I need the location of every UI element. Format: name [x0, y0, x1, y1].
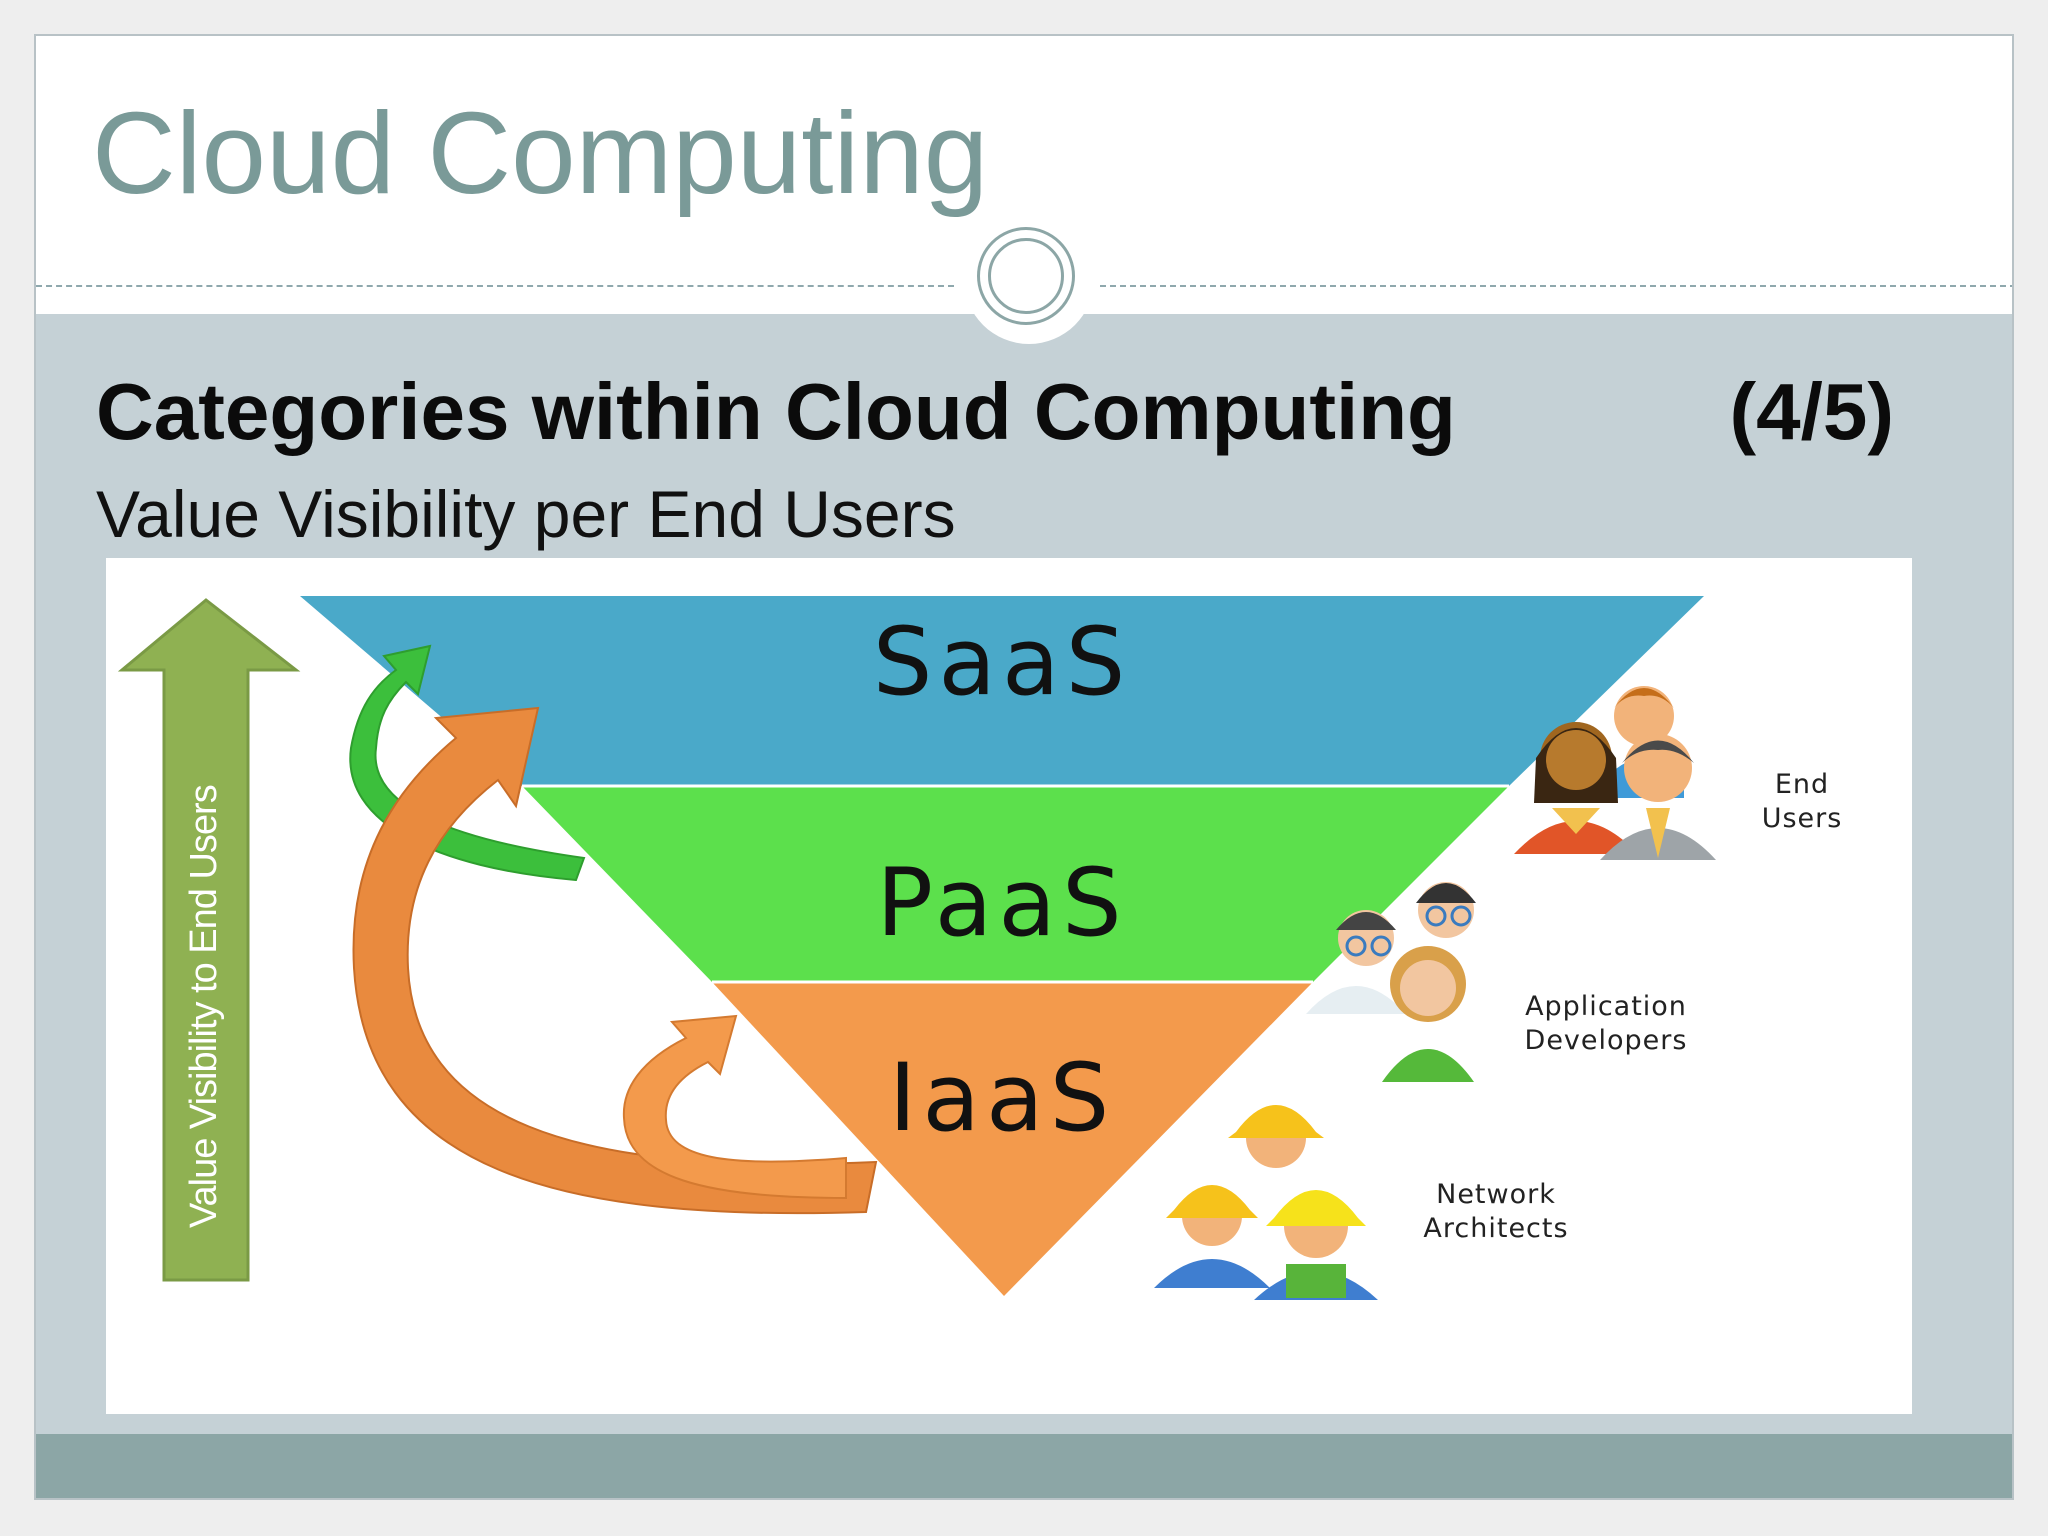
section-heading: Categories within Cloud Computing — [96, 367, 1456, 456]
network-architects-icon — [1154, 1105, 1378, 1300]
divider-circle-ornament — [964, 214, 1094, 344]
title-divider-left — [36, 285, 954, 287]
network-architects-label: Network Architects — [1423, 1179, 1569, 1244]
application-developers-icon — [1306, 882, 1476, 1082]
saas-layer — [300, 596, 1704, 786]
page-indicator: (4/5) — [1729, 367, 1895, 456]
small-orange-curved-arrow — [622, 1014, 847, 1200]
value-visibility-arrow — [117, 598, 301, 1282]
saas-label: SaaS — [873, 608, 1132, 717]
title-divider-right — [1100, 285, 2012, 287]
section-subheading: Value Visibility per End Users — [96, 477, 956, 551]
slide: Cloud Computing Categories within Cloud … — [34, 34, 2014, 1500]
large-orange-curved-arrow — [352, 706, 878, 1215]
footer-band — [36, 1434, 2012, 1498]
end-users-icon — [1514, 686, 1716, 860]
paas-layer — [522, 786, 1509, 982]
cloud-layers-diagram: Value Visibility to End Users SaaS PaaS … — [106, 558, 1912, 1414]
diagram-canvas: Value Visibility to End Users SaaS PaaS … — [117, 596, 1716, 1300]
iaas-label: IaaS — [889, 1044, 1116, 1153]
iaas-layer — [712, 982, 1313, 1296]
paas-label: PaaS — [876, 849, 1127, 958]
slide-title: Cloud Computing — [92, 88, 989, 218]
value-visibility-label: Value Visibility to End Users — [183, 785, 225, 1228]
end-users-label: End Users — [1761, 769, 1843, 834]
application-developers-label: Application Developers — [1524, 991, 1688, 1056]
